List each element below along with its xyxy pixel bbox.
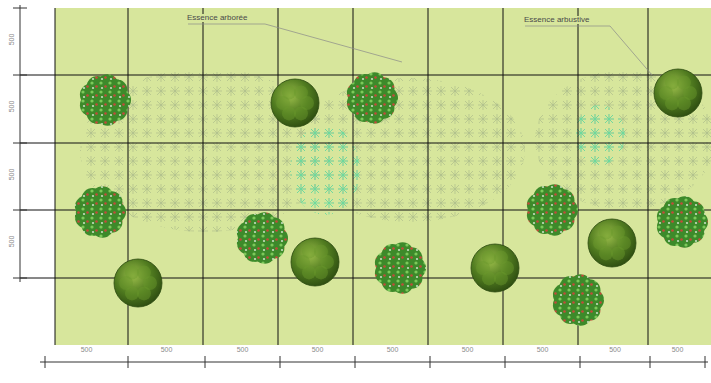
crown-texture: [294, 86, 308, 100]
axis-tick: [280, 356, 281, 368]
shrub-core: [386, 254, 414, 282]
flowering-shrub: [553, 274, 604, 326]
axis-tick: [13, 143, 27, 144]
tree-crown: [588, 219, 636, 267]
crown-texture: [282, 86, 296, 100]
dimension-label: 500: [8, 101, 15, 113]
crown-texture: [125, 266, 139, 280]
tree-crown: [271, 79, 319, 127]
shrub-core: [668, 208, 696, 236]
shrub-core: [564, 286, 592, 314]
dimension-label: 500: [672, 346, 684, 353]
axis-tick: [430, 356, 431, 368]
crown: [471, 244, 519, 292]
axis-tick: [45, 356, 46, 368]
shrub-core: [358, 84, 386, 112]
dimension-label: 500: [312, 346, 324, 353]
grid-line: [648, 8, 649, 345]
flowering-shrub: [657, 196, 708, 248]
dimension-axes: [13, 5, 708, 368]
crown-texture: [137, 286, 151, 300]
tree-crown: [654, 69, 702, 117]
shrub-core: [86, 198, 114, 226]
grid-line: [428, 8, 429, 345]
dimension-label: 500: [537, 346, 549, 353]
grid-line: [353, 8, 354, 345]
crown: [654, 69, 702, 117]
axis-tick: [580, 356, 581, 368]
dimension-label: 500: [462, 346, 474, 353]
crown-texture: [302, 245, 316, 259]
crown-texture: [665, 76, 679, 90]
axis-tick: [13, 8, 27, 9]
crown-texture: [494, 251, 508, 265]
tree-crown: [471, 244, 519, 292]
axis-tick: [13, 75, 27, 76]
crown-texture: [314, 245, 328, 259]
flowering-shrub: [237, 212, 288, 264]
flowering-shrub: [80, 74, 131, 126]
crown-texture: [137, 266, 151, 280]
axis-line: [40, 362, 708, 363]
crown-texture: [599, 226, 613, 240]
grid-line: [278, 8, 279, 345]
grid-line: [55, 8, 56, 345]
axis-tick: [128, 356, 129, 368]
axis-tick: [705, 356, 706, 368]
shrub-core: [91, 86, 119, 114]
groundcover: [80, 68, 711, 232]
flowering-shrub: [75, 186, 126, 238]
crown-texture: [611, 226, 625, 240]
dimension-label: 500: [161, 346, 173, 353]
grid: [20, 8, 711, 345]
crown: [271, 79, 319, 127]
tree-crown: [114, 259, 162, 307]
crown: [114, 259, 162, 307]
dimension-label: 500: [609, 346, 621, 353]
dimension-label: 500: [387, 346, 399, 353]
crown: [588, 219, 636, 267]
axis-tick: [13, 278, 27, 279]
dimension-label: 500: [81, 346, 93, 353]
grid-line: [20, 143, 711, 144]
dimension-label: 500: [8, 33, 15, 45]
crown-texture: [294, 106, 308, 120]
dimension-label: 500: [8, 236, 15, 248]
grid-line: [503, 8, 504, 345]
axis-tick: [13, 210, 27, 211]
callout-label: Essence arbustive: [523, 16, 590, 24]
dimension-label: 500: [237, 346, 249, 353]
axis-tick: [505, 356, 506, 368]
crown-texture: [494, 271, 508, 285]
plants: [75, 69, 708, 326]
crown-texture: [677, 76, 691, 90]
shrub-core: [248, 224, 276, 252]
axis-tick: [650, 356, 651, 368]
flowering-shrub: [527, 184, 578, 236]
grid-line: [203, 8, 204, 345]
crown-texture: [482, 251, 496, 265]
tree-crown: [291, 238, 339, 286]
flowering-shrub: [375, 242, 426, 294]
dimension-label: 500: [8, 168, 15, 180]
crown-texture: [611, 246, 625, 260]
crown-texture: [314, 265, 328, 279]
leader-lines: [188, 24, 652, 75]
crown-texture: [677, 96, 691, 110]
crown: [291, 238, 339, 286]
flowering-shrub: [347, 72, 398, 124]
axis-tick: [355, 356, 356, 368]
shrub-core: [538, 196, 566, 224]
callout-label: Essence arborée: [186, 14, 248, 22]
axis-tick: [205, 356, 206, 368]
